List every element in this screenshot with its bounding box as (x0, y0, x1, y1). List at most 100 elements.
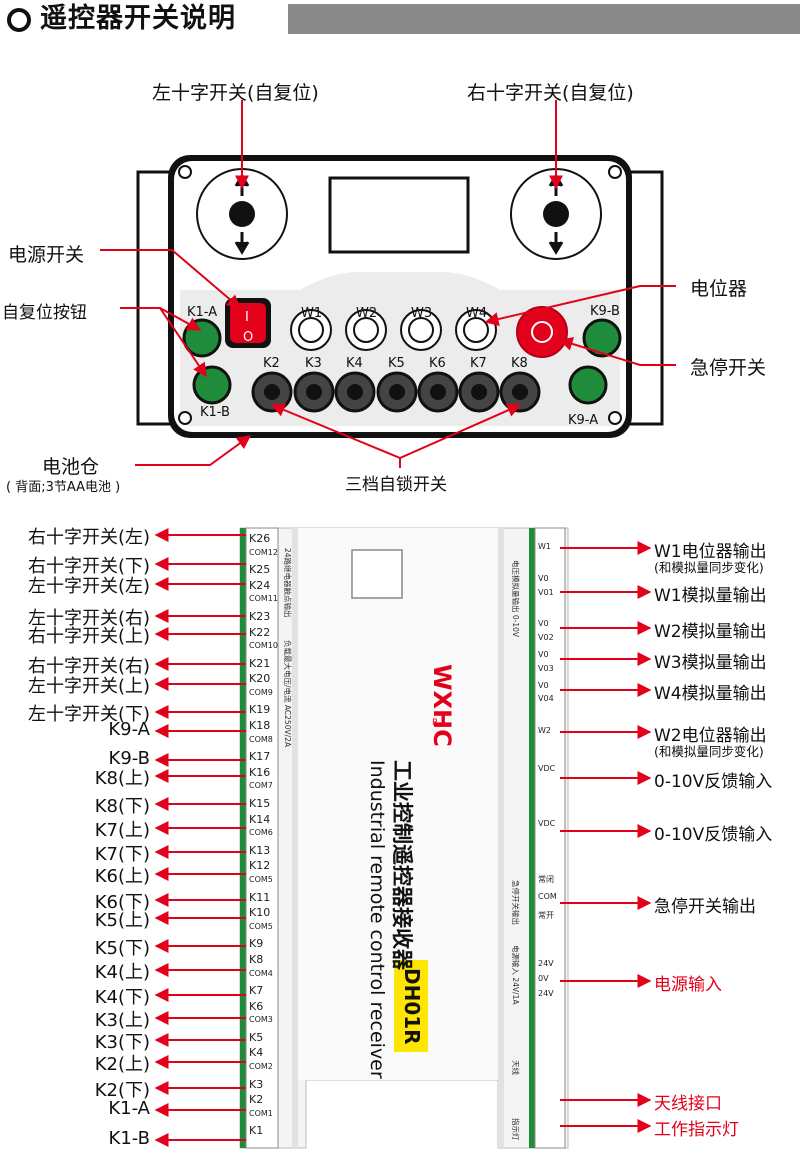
right-terminal-label: V0 (538, 619, 549, 628)
side-note: 天线 (511, 1060, 520, 1075)
terminal-label: COM6 (249, 828, 273, 838)
remote-diagram (100, 100, 676, 468)
side-note: 急停开关输出 (511, 880, 520, 925)
terminal-label: K23 (249, 609, 271, 623)
toggle-label: K3 (305, 356, 322, 371)
left-output-label: K7(上) (94, 820, 150, 841)
left-output-label: K9-B (108, 748, 150, 769)
side-note: 电压模拟量输出 0-10V (511, 560, 520, 638)
left-output-label: 右十字开关(左) (27, 527, 150, 548)
side-note: 负载最大电压/电流 AC250V/2A (283, 640, 292, 748)
right-terminal-label: V03 (538, 664, 554, 673)
terminal-label: K3 (249, 1077, 264, 1091)
estop-label: 急停开关 (690, 357, 767, 379)
terminal-label: K15 (249, 797, 271, 811)
left-output-label: 左十字开关(上) (27, 676, 150, 697)
terminal-label: K2 (249, 1093, 264, 1107)
k9a-label: K9-A (568, 413, 599, 428)
terminal-label: K13 (249, 843, 271, 857)
power-switch-label: 电源开关 (8, 244, 85, 266)
terminal-label: COM5 (249, 921, 273, 931)
right-terminal-label: VDC (538, 819, 556, 828)
right-output-label: W2模拟量输出 (654, 622, 767, 642)
receiver-diagram (154, 527, 652, 1149)
power-o-label: O (243, 330, 254, 345)
left-output-label: 左十字开关(下) (27, 704, 150, 725)
terminal-label: K22 (249, 625, 271, 639)
terminal-label: K21 (249, 656, 271, 670)
left-output-label: K5(下) (94, 938, 150, 959)
terminal-label: K9 (249, 937, 264, 951)
right-output-label: 0-10V反馈输入 (654, 772, 773, 792)
terminal-label: K17 (249, 750, 271, 764)
k9b-label: K9-B (590, 304, 620, 319)
right-cross-label: 右十字开关(自复位) (467, 82, 634, 104)
receiver-name-en: Industrial remote control receiver (366, 760, 388, 1079)
right-terminal-label: 24V (538, 989, 554, 998)
terminal-label: K1 (249, 1124, 264, 1138)
power-i-label: I (245, 310, 249, 325)
toggle-label: K4 (346, 356, 363, 371)
knob-label: W4 (466, 306, 488, 321)
terminal-label: K24 (249, 578, 271, 592)
right-output-label: W1模拟量输出 (654, 586, 767, 606)
terminal-label: COM12 (249, 547, 278, 557)
battery-note: ( 背面;3节AA电池 ) (6, 480, 121, 495)
left-output-label: 左十字开关(右) (27, 608, 150, 629)
left-output-label: K2(上) (94, 1054, 150, 1075)
terminal-label: K10 (249, 906, 271, 920)
right-terminal-label: 常闭 (538, 875, 554, 884)
model-label: DH01R (400, 968, 424, 1045)
terminal-label: K20 (249, 672, 271, 686)
left-output-label: K7(下) (94, 844, 150, 865)
terminal-label: COM10 (249, 641, 278, 651)
right-output-label: 电源输入 (654, 975, 722, 995)
left-cross-label: 左十字开关(自复位) (152, 82, 319, 104)
terminal-label: K25 (249, 563, 271, 577)
terminal-label: K14 (249, 812, 271, 826)
left-output-label: K9-A (108, 719, 150, 740)
side-note: 指示灯 (511, 1118, 520, 1141)
left-output-label: K4(下) (94, 987, 150, 1008)
terminal-label: K6 (249, 999, 264, 1013)
right-output-label: 天线接口 (654, 1094, 722, 1114)
terminal-label: COM11 (249, 594, 278, 604)
left-output-label: K5(上) (94, 910, 150, 931)
header-bar (288, 4, 800, 34)
toggle-label: K8 (511, 356, 528, 371)
right-terminal-label: VDC (538, 764, 556, 773)
brand-logo: WXHC (396, 664, 456, 747)
terminal-label: COM5 (249, 874, 273, 884)
battery-label: 电池仓 (42, 456, 100, 478)
right-output-label: W1电位器输出 (654, 542, 767, 562)
terminal-label: COM7 (249, 781, 273, 791)
right-terminal-label: V04 (538, 694, 554, 703)
right-terminal-label: V01 (538, 588, 554, 597)
terminal-label: COM4 (249, 968, 273, 978)
side-note: 24路继电器触点输出 (283, 548, 292, 618)
right-output-sublabel: (和模拟量同步变化) (654, 560, 764, 575)
toggle-label: K6 (429, 356, 446, 371)
header-circle-icon (7, 8, 31, 32)
left-output-label: 左十字开关(左) (27, 576, 150, 597)
toggle-label: K2 (263, 356, 280, 371)
terminal-label: K7 (249, 984, 264, 998)
left-output-label: 右十字开关(下) (27, 556, 150, 577)
terminal-label: COM9 (249, 687, 273, 697)
right-output-label: 0-10V反馈输入 (654, 825, 773, 845)
page-title: 遥控器开关说明 (40, 3, 236, 34)
terminal-label: K11 (249, 890, 271, 904)
k1a-label: K1-A (187, 305, 218, 320)
right-output-label: 急停开关输出 (654, 897, 756, 917)
knob-label: W3 (411, 306, 433, 321)
right-terminal-label: 24V (538, 959, 554, 968)
left-output-label: 右十字开关(右) (27, 656, 150, 677)
terminal-label: K8 (249, 952, 264, 966)
terminal-label: K16 (249, 765, 271, 779)
terminal-label: K5 (249, 1030, 264, 1044)
left-output-label: K3(下) (94, 1032, 150, 1053)
three-pos-label: 三档自锁开关 (345, 475, 447, 495)
right-terminal-label: V0 (538, 650, 549, 659)
left-output-label: K4(上) (94, 962, 150, 983)
right-terminal-label: 0V (538, 974, 549, 983)
